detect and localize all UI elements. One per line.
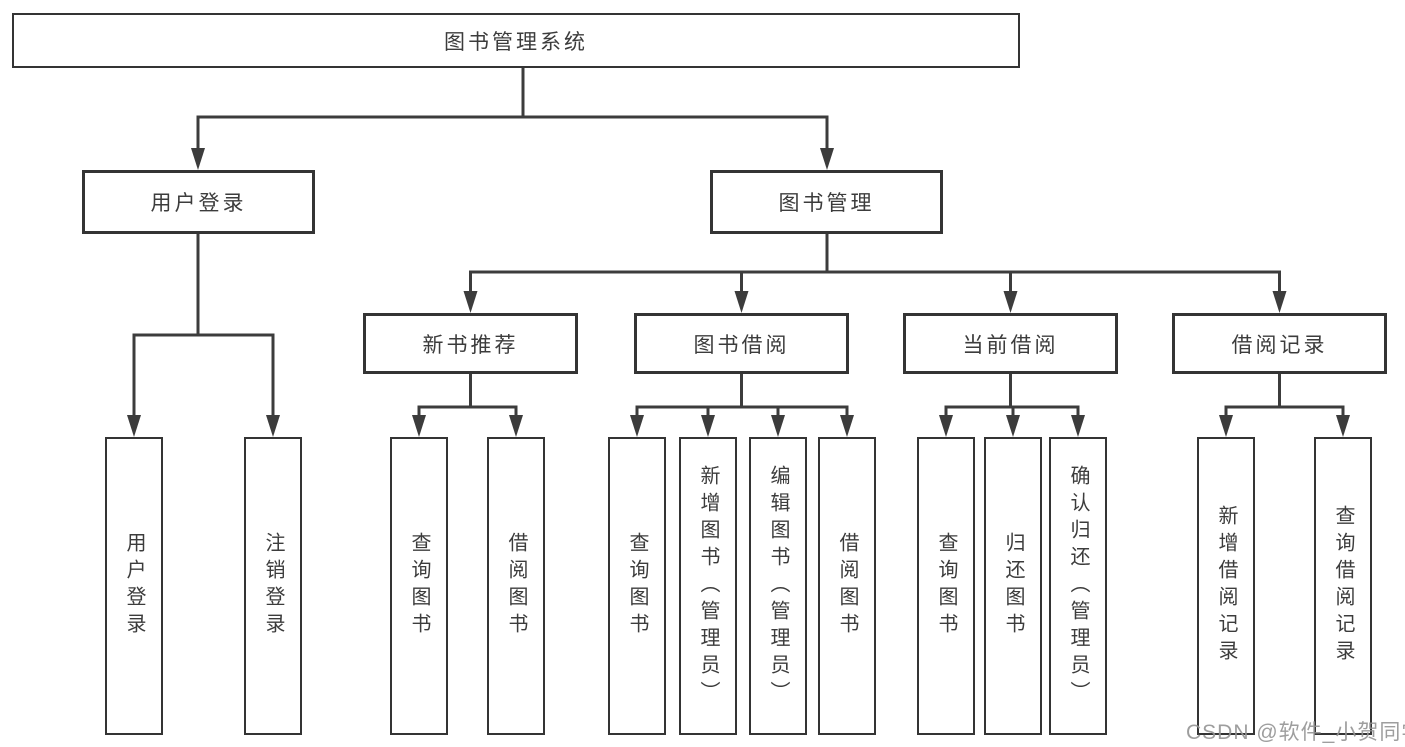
- node-label: 借阅图书: [836, 532, 858, 640]
- node-label: 查询图书: [626, 532, 648, 640]
- node-label: 查询图书: [935, 532, 957, 640]
- node-label: 当前借阅: [962, 333, 1059, 357]
- leaf-query-borrow-record: 查询借阅记录: [1314, 437, 1372, 735]
- node-label: 图书借阅: [693, 333, 790, 357]
- leaf-query-books-borrowing: 查询图书: [608, 437, 666, 735]
- node-current-borrowing: 当前借阅: [903, 313, 1118, 374]
- leaf-query-books-recommend: 查询图书: [390, 437, 448, 735]
- node-label: 用户登录: [123, 532, 145, 640]
- node-label: 借阅图书: [505, 532, 527, 640]
- node-borrowing-records: 借阅记录: [1172, 313, 1387, 374]
- node-label: 注销登录: [262, 532, 284, 640]
- leaf-add-borrow-record: 新增借阅记录: [1197, 437, 1255, 735]
- node-label: 借阅记录: [1231, 333, 1328, 357]
- leaf-add-book-admin: 新增图书（管理员）: [679, 437, 737, 735]
- node-label: 查询图书: [408, 532, 430, 640]
- node-label: 新增借阅记录: [1215, 505, 1237, 667]
- node-library-management-system: 图书管理系统: [12, 13, 1020, 68]
- node-label: 编辑图书（管理员）: [767, 464, 789, 708]
- node-label: 图书管理系统: [444, 30, 588, 54]
- node-label: 确认归还（管理员）: [1067, 464, 1089, 708]
- leaf-logout: 注销登录: [244, 437, 302, 735]
- node-user-login: 用户登录: [82, 170, 315, 234]
- node-label: 归还图书: [1002, 532, 1024, 640]
- leaf-query-books-current: 查询图书: [917, 437, 975, 735]
- node-label: 图书管理: [778, 192, 875, 215]
- node-label: 新书推荐: [422, 333, 519, 357]
- leaf-return-book: 归还图书: [984, 437, 1042, 735]
- node-book-management: 图书管理: [710, 170, 943, 234]
- node-label: 用户登录: [150, 192, 247, 215]
- leaf-confirm-return-admin: 确认归还（管理员）: [1049, 437, 1107, 735]
- node-label: 查询借阅记录: [1332, 505, 1354, 667]
- leaf-edit-book-admin: 编辑图书（管理员）: [749, 437, 807, 735]
- leaf-borrow-books-recommend: 借阅图书: [487, 437, 545, 735]
- node-new-book-recommendation: 新书推荐: [363, 313, 578, 374]
- leaf-borrow-books-borrowing: 借阅图书: [818, 437, 876, 735]
- node-book-borrowing: 图书借阅: [634, 313, 849, 374]
- leaf-user-login: 用户登录: [105, 437, 163, 735]
- node-label: 新增图书（管理员）: [697, 464, 719, 708]
